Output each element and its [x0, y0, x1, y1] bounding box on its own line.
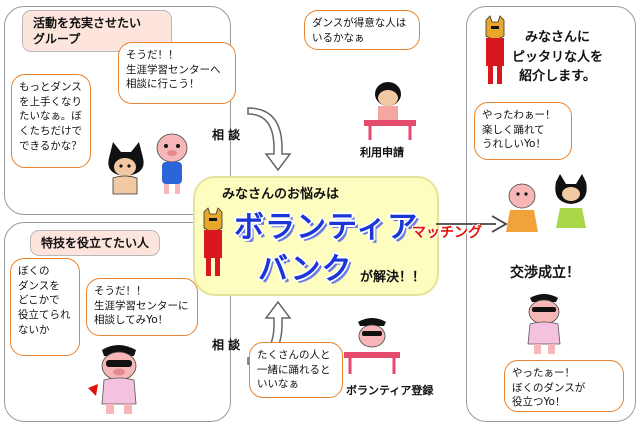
consult-label-top: 相 談: [212, 128, 241, 142]
center-title-line1: ボランティア: [234, 210, 419, 245]
desk-girl-character-icon: [364, 82, 416, 140]
pig-boy-character-icon: [88, 345, 137, 414]
center-subtitle: みなさんのお悩みは: [222, 187, 340, 202]
center-title-line2: バンク: [258, 252, 353, 287]
success-text: 交渉成立！: [510, 265, 580, 281]
register-label: ボランティア登録: [346, 384, 434, 397]
dancing-pair-character-icon: [506, 174, 587, 232]
group-bubble-idea: そうだ！！ 生涯学習センターへ 相談に行こう！: [118, 42, 236, 104]
request-bubble: ダンスが得意な人は いるかなぁ: [304, 10, 420, 50]
request-label: 利用申請: [360, 146, 404, 159]
happy-pig-character-icon: [527, 294, 561, 354]
introducer-character-icon: [485, 15, 505, 84]
register-bubble: たくさんの人と 一緒に踊れると いいなぁ: [249, 342, 343, 398]
individual-header: 特技を役立てたい人: [30, 230, 160, 257]
desk-pig-character-icon: [344, 318, 400, 374]
pig-girl-character-icon: [156, 133, 188, 194]
matching-label: マッチング: [412, 225, 482, 241]
presenter-character-icon: [203, 207, 223, 276]
introduction-text: みなさんに ピッタリな人を 紹介します。: [512, 30, 604, 84]
cat-character-icon: [108, 142, 144, 195]
success-bubble-bottom: やったぁー！ ぼくのダンスが 役立つYo！: [504, 360, 624, 412]
individual-bubble-wish: ぼくの ダンスを どこかで 役立てられ ないか: [10, 258, 80, 356]
volunteer-bank-box: [193, 176, 439, 296]
group-bubble-wish: もっとダンスを上手くなりたいなぁ。ぼくたちだけでできるかな？: [11, 74, 91, 168]
individual-bubble-idea: そうだ！！ 生涯学習センターに 相談してみYo！: [86, 278, 198, 336]
matching-arrow-icon: [436, 215, 508, 233]
consult-label-bottom: 相 談: [212, 338, 241, 352]
curved-arrow-top-icon: [247, 107, 292, 172]
center-solve-text: が解決！！: [360, 270, 426, 285]
success-bubble-top: やったわぁー！ 楽しく踊れて うれしいYo！: [474, 102, 572, 160]
group-header: 活動を充実させたい グループ: [22, 10, 172, 53]
panel-introduction: [466, 6, 636, 422]
